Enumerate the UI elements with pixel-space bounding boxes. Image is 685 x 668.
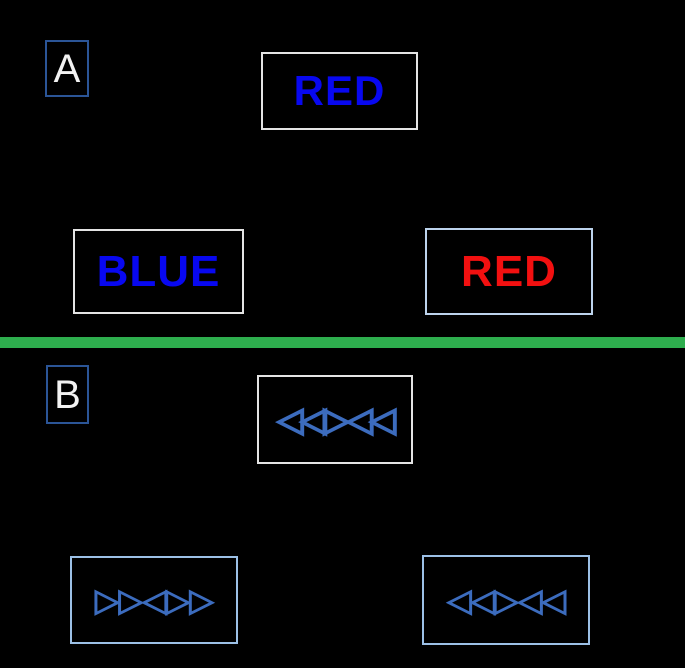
panel-b-label: B [54,372,81,417]
panel-a-cue-word: RED [293,67,386,114]
panel-b-left-option-arrows: ▷▷◁▷▷ [94,581,214,619]
panel-a-cue-box: RED [261,52,418,130]
panel-a-label: A [53,46,81,91]
panel-b-left-option-box: ▷▷◁▷▷ [70,556,238,644]
panel-b-right-option-box: ◁◁▷◁◁ [422,555,590,645]
panel-a-right-option-word: RED [461,246,557,296]
panel-b-cue-box: ◁◁▷◁◁ [257,375,413,464]
panel-b-label-box: B [46,365,89,424]
panel-divider-bar [0,337,685,348]
panel-b-right-option-arrows: ◁◁▷◁◁ [446,581,566,619]
panel-a-right-option-box: RED [425,228,593,315]
panel-a-left-option-word: BLUE [96,246,221,296]
panel-a-label-box: A [45,40,89,97]
panel-b-cue-arrows: ◁◁▷◁◁ [276,399,397,440]
panel-a-left-option-box: BLUE [73,229,244,314]
